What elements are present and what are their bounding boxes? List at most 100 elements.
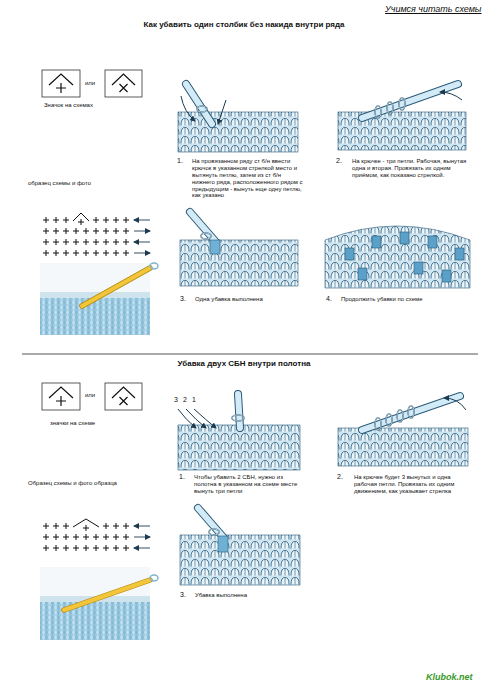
crochet-hook bbox=[186, 84, 212, 124]
stitch-symbol bbox=[113, 217, 119, 223]
stitch-symbol bbox=[113, 534, 119, 540]
fabric bbox=[338, 112, 466, 150]
decrease-stitch bbox=[414, 262, 423, 274]
stitch-symbol bbox=[63, 228, 69, 234]
direction-arrow bbox=[440, 92, 462, 100]
step-text: На крючке будет 3 вынутых и одна рабочая… bbox=[354, 474, 468, 495]
stitch-symbol bbox=[43, 523, 49, 529]
step-text: На крючке - три петли. Рабочая, вынутая … bbox=[352, 158, 468, 179]
decrease-stitch bbox=[218, 536, 228, 552]
stitch-symbol bbox=[83, 239, 89, 245]
decrease-stitch bbox=[400, 232, 409, 244]
crochet-hook bbox=[82, 268, 150, 306]
symbol-box bbox=[105, 383, 142, 410]
step-number: 3. bbox=[180, 295, 186, 303]
crochet-hook bbox=[362, 396, 460, 430]
decrease-stitch bbox=[455, 248, 464, 260]
yarn-loop bbox=[386, 414, 392, 426]
direction-arrow bbox=[134, 253, 150, 254]
yarn-loop bbox=[397, 410, 403, 422]
step-number: 4. bbox=[326, 295, 332, 303]
stitch-symbol bbox=[43, 239, 49, 245]
direction-arrow bbox=[178, 409, 196, 428]
yarn-loop bbox=[375, 106, 381, 118]
yarn-loop bbox=[387, 102, 393, 114]
stitch-symbol bbox=[73, 545, 79, 551]
yarn-loop bbox=[209, 529, 219, 535]
yarn-loop bbox=[375, 418, 381, 430]
direction-arrow bbox=[134, 220, 150, 221]
yarn-loop bbox=[197, 106, 207, 112]
crochet-hook bbox=[186, 84, 212, 124]
yarn-loop bbox=[375, 106, 381, 118]
stitch-symbol bbox=[53, 534, 59, 540]
symbol-caption: значки на схеме bbox=[50, 420, 95, 427]
stitch-symbol bbox=[103, 217, 109, 223]
yarn-loop bbox=[209, 529, 219, 535]
stitch-symbol bbox=[43, 228, 49, 234]
stitch-symbol bbox=[93, 239, 99, 245]
stitch-symbol bbox=[93, 228, 99, 234]
decrease-stitch bbox=[345, 248, 354, 260]
yarn-loop bbox=[150, 263, 158, 269]
direction-arrow bbox=[134, 526, 150, 527]
direction-arrow bbox=[194, 409, 216, 428]
sample-caption: Образец схемы и фото образца bbox=[28, 480, 117, 487]
stitch-symbol bbox=[53, 523, 59, 529]
step-number: 1. bbox=[177, 157, 183, 165]
stitch-symbol bbox=[43, 250, 49, 256]
stitch-symbol bbox=[83, 534, 89, 540]
stitch-symbol bbox=[56, 83, 66, 93]
fabric bbox=[180, 535, 300, 585]
photo-swatch bbox=[40, 298, 150, 335]
fabric bbox=[338, 428, 468, 466]
yarn-loop bbox=[375, 418, 381, 430]
direction-arrow bbox=[134, 548, 150, 549]
step-text: На провязанном ряду ст б/н ввести крючок… bbox=[192, 158, 304, 199]
crochet-hook bbox=[198, 508, 224, 538]
symbol-box bbox=[105, 70, 142, 97]
stitch-symbol bbox=[43, 217, 49, 223]
stitch-symbol bbox=[83, 545, 89, 551]
stitch-symbol bbox=[63, 545, 69, 551]
decrease-stitch bbox=[428, 236, 437, 248]
stitch-symbol bbox=[63, 239, 69, 245]
stitch-symbol bbox=[113, 545, 119, 551]
yarn-loop bbox=[399, 98, 405, 110]
symbol-box bbox=[42, 383, 80, 410]
stitch-symbol bbox=[123, 250, 129, 256]
direction-arrow bbox=[444, 398, 466, 410]
crochet-hook bbox=[190, 212, 216, 242]
crochet-hook bbox=[362, 396, 460, 430]
stitch-symbol bbox=[123, 228, 129, 234]
fabric bbox=[180, 240, 298, 286]
stitch-symbol bbox=[73, 534, 79, 540]
crochet-hook bbox=[238, 394, 240, 428]
stitch-symbol bbox=[93, 217, 99, 223]
crochet-hook bbox=[190, 212, 216, 242]
step-number: 3. bbox=[180, 591, 186, 599]
stitch-symbol bbox=[63, 523, 69, 529]
stitch-symbol bbox=[53, 545, 59, 551]
step-number: 2. bbox=[336, 157, 342, 165]
step-number: 1. bbox=[179, 473, 185, 481]
stitch-symbol bbox=[123, 534, 129, 540]
stitch-symbol bbox=[73, 228, 79, 234]
stitch-symbol bbox=[123, 545, 129, 551]
stitch-symbol bbox=[123, 239, 129, 245]
direction-arrow bbox=[218, 100, 226, 124]
yarn-loop bbox=[197, 106, 207, 112]
crochet-hook bbox=[198, 508, 224, 538]
stitch-symbol bbox=[83, 228, 89, 234]
stitch-symbol bbox=[93, 534, 99, 540]
stitch-symbol bbox=[63, 217, 69, 223]
yarn-loop bbox=[408, 406, 414, 418]
direction-arrow bbox=[134, 231, 150, 232]
stitch-symbol bbox=[83, 525, 89, 531]
direction-arrow bbox=[134, 242, 150, 243]
decrease-stitch bbox=[210, 240, 220, 254]
decrease-stitch bbox=[358, 268, 367, 280]
step-number: 2. bbox=[337, 473, 343, 481]
stitch-symbol bbox=[93, 545, 99, 551]
yarn-loop bbox=[201, 233, 211, 239]
